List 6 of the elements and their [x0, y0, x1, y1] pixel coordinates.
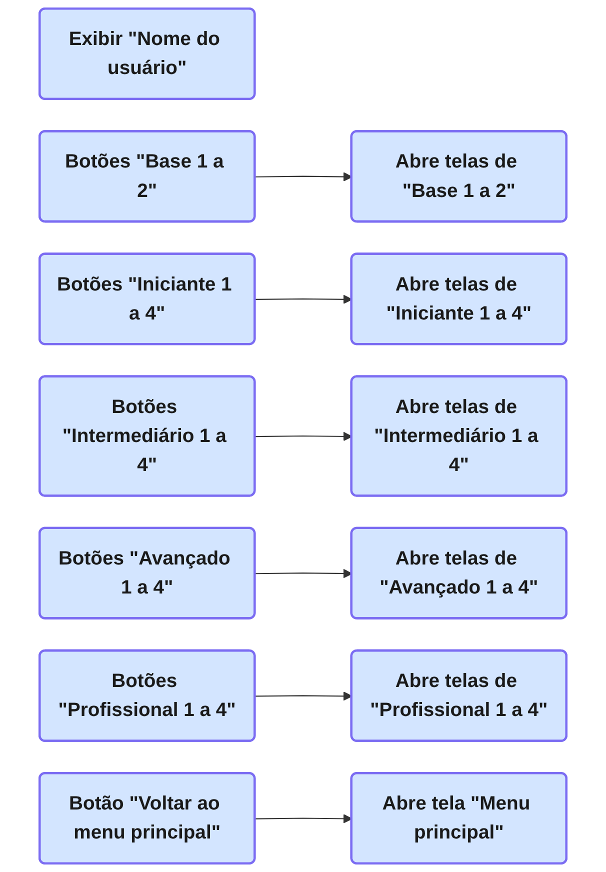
arrow — [255, 814, 352, 824]
arrow — [255, 172, 352, 182]
arrow — [255, 294, 352, 304]
arrow — [255, 432, 352, 442]
arrow — [255, 568, 352, 578]
arrow — [255, 691, 352, 701]
